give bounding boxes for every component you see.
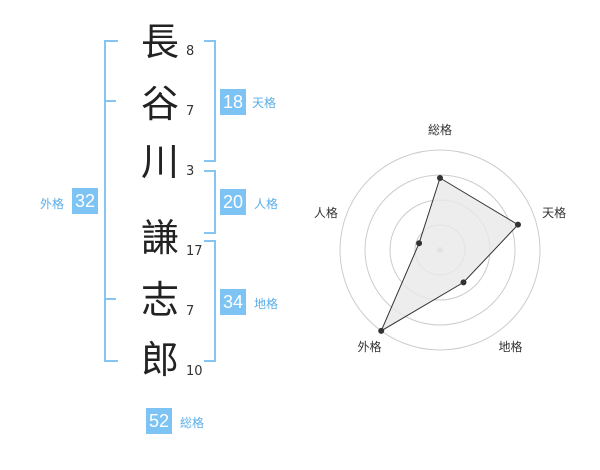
gaikaku-bracket [104, 40, 118, 362]
radar-polygon [380, 177, 519, 333]
stroke-count-6: 10 [186, 364, 203, 379]
radar-axis-label-2: 天格 [542, 205, 566, 220]
stroke-count-3: 3 [186, 164, 195, 179]
radar-point-4 [378, 327, 385, 334]
stroke-count-4: 17 [186, 244, 203, 259]
name-char-3: 川 [140, 140, 179, 184]
jinkaku-label: 人格 [254, 197, 279, 211]
soukaku-label: 総格 [180, 416, 205, 430]
name-char-6: 郎 [140, 338, 179, 382]
jinkaku-bracket [204, 170, 216, 234]
radar-point-2 [514, 221, 521, 228]
radar-point-5 [416, 240, 423, 247]
gaikaku-badge: 32 [72, 188, 98, 214]
name-char-1: 長 [140, 20, 179, 64]
radar-axis-label-1: 総格 [428, 122, 452, 137]
stroke-count-1: 8 [186, 44, 195, 59]
name-char-5: 志 [140, 278, 179, 322]
stroke-count-2: 7 [186, 104, 195, 119]
tenkaku-badge: 18 [220, 89, 246, 115]
chikaku-label: 地格 [254, 297, 279, 311]
chikaku-badge: 34 [220, 289, 246, 315]
radar-points [378, 175, 521, 334]
chikaku-bracket [204, 240, 216, 362]
radar-point-3 [460, 279, 467, 286]
radar-axis-label-5: 人格 [314, 205, 338, 220]
name-char-4: 謙 [140, 216, 179, 260]
soukaku-badge: 52 [146, 408, 172, 434]
tenkaku-label: 天格 [252, 96, 277, 110]
gaikaku-hook-2 [104, 298, 116, 300]
gaikaku-label: 外格 [40, 197, 65, 211]
radar-ring-4 [339, 149, 541, 351]
radar-axis-label-3: 地格 [499, 339, 523, 354]
tenkaku-bracket [204, 40, 216, 162]
name-char-2: 谷 [140, 82, 179, 126]
gaikaku-hook-1 [104, 100, 116, 102]
jinkaku-badge: 20 [220, 189, 246, 215]
stroke-count-5: 7 [186, 304, 195, 319]
radar-axis-label-4: 外格 [357, 339, 381, 354]
radar-point-1 [437, 175, 443, 181]
